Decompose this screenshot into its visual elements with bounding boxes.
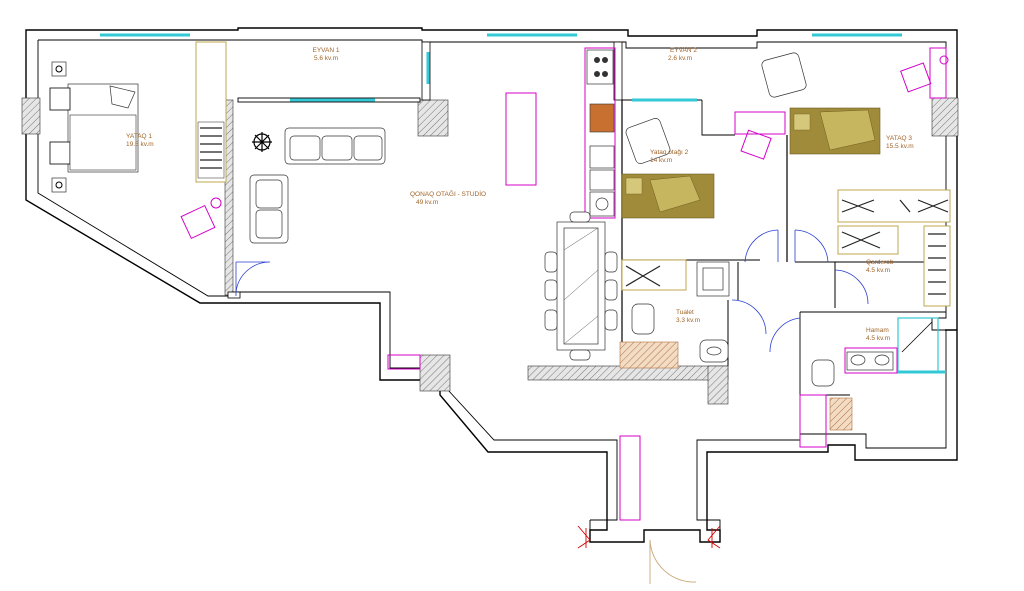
doors xyxy=(235,229,869,584)
label-eyvan1: EYVAN 1 xyxy=(313,47,340,54)
beds xyxy=(49,61,881,219)
dining-table xyxy=(544,211,618,361)
label-yataq3: YATAQ 3 xyxy=(886,135,912,142)
magenta-elements xyxy=(387,47,947,521)
label-qarderob: Qarderob xyxy=(866,259,894,266)
area-yataq2: 14 kv.m xyxy=(650,157,672,164)
label-yataq2: Yataq otağı 2 xyxy=(650,149,689,156)
interior-walls xyxy=(21,41,959,405)
wardrobes xyxy=(195,41,951,307)
label-qonaq: QONAQ OTAĞI - STUDİO xyxy=(410,189,486,198)
label-hamam: Hamam xyxy=(866,327,889,334)
area-yataq1: 19.5 kv.m xyxy=(126,141,154,148)
area-qarderob: 4.5 kv.m xyxy=(866,267,890,274)
living-sofas xyxy=(249,127,386,244)
bath-fixtures xyxy=(619,261,939,431)
area-qonaq: 49 kv.m xyxy=(416,199,438,206)
area-eyvan1: 5.6 kv.m xyxy=(314,55,338,62)
label-tualet: Tualet xyxy=(676,309,694,316)
kitchen-units xyxy=(586,49,615,217)
outer-walls xyxy=(25,27,958,543)
armchairs xyxy=(180,52,949,240)
room-labels: EYVAN 1 5.6 kv.m EYVAN 2 2.6 kv.m YATAQ … xyxy=(126,47,914,342)
area-yataq3: 15.5 kv.m xyxy=(886,143,914,150)
area-eyvan2: 2.6 kv.m xyxy=(668,55,692,62)
label-yataq1: YATAQ 1 xyxy=(126,133,152,140)
area-hamam: 4.5 kv.m xyxy=(866,335,890,342)
label-eyvan2: EYVAN 2 xyxy=(670,47,697,54)
area-tualet: 3.3 kv.m xyxy=(676,317,700,324)
